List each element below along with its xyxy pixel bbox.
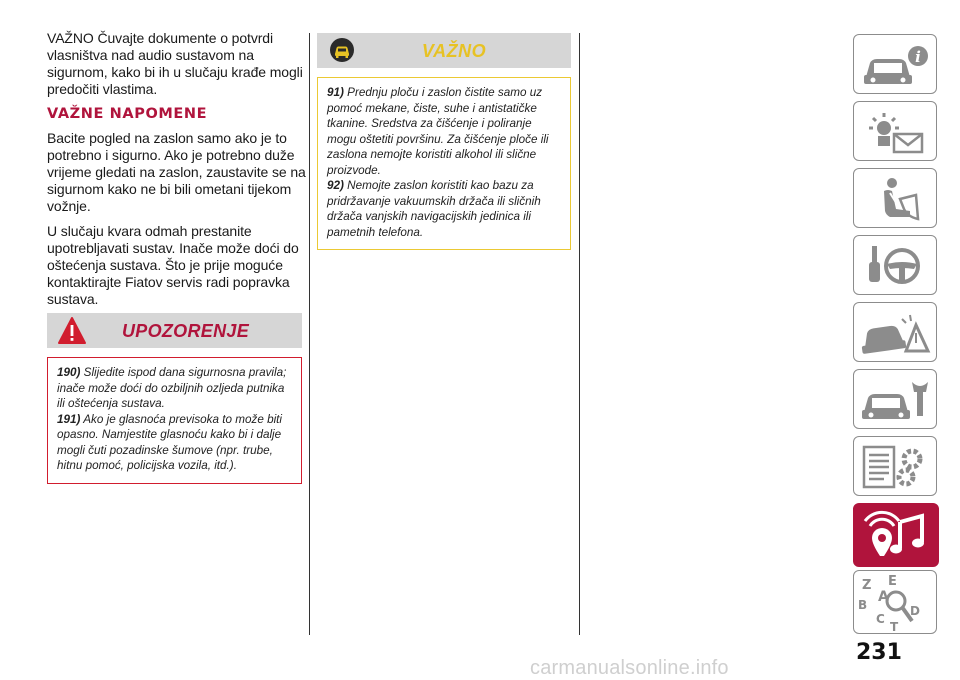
note-item-number: 91) — [327, 86, 344, 99]
column-divider — [309, 33, 310, 635]
technical-data-gears-icon — [862, 445, 923, 489]
note-item-text: Prednju ploču i zaslon čistite samo uz p… — [327, 86, 549, 177]
watermark: carmanualsonline.info — [530, 657, 729, 679]
note-item-text: Nemojte zaslon koristiti kao bazu za pri… — [327, 179, 541, 239]
warning-item-number: 191) — [57, 412, 81, 426]
note-item: 91) Prednju ploču i zaslon čistite samo … — [327, 85, 562, 178]
note-header: VAŽNO — [317, 33, 571, 68]
note-item: 92) Nemojte zaslon koristiti kao bazu za… — [327, 178, 562, 240]
tab-safety[interactable] — [853, 168, 937, 228]
warning-item-text: Ako je glasnoća previsoka to može biti o… — [57, 412, 283, 473]
warning-body: 190) Slijedite ispod dana sigurnosna pra… — [47, 357, 302, 484]
warning-header: UPOZORENJE — [47, 313, 302, 348]
note-body: 91) Prednju ploču i zaslon čistite samo … — [317, 77, 571, 250]
tab-index[interactable]: Z E A B C D T — [853, 570, 937, 634]
page-number: 231 — [856, 640, 902, 665]
left-column: VAŽNO Čuvajte dokumente o potvrdi vlasni… — [47, 30, 307, 316]
warning-item-number: 190) — [57, 366, 81, 379]
car-emergency-icon — [861, 314, 931, 354]
index-letter: A — [878, 589, 889, 605]
warning-item: 191) Ako je glasnoća previsoka to može b… — [57, 412, 293, 474]
seat-safety-airbag-icon — [884, 178, 920, 221]
intro-paragraph: VAŽNO Čuvajte dokumente o potvrdi vlasni… — [47, 30, 303, 97]
svg-text:i: i — [915, 48, 921, 66]
index-letter: B — [858, 598, 867, 612]
car-maintenance-wrench-icon — [862, 382, 928, 419]
index-letter: E — [888, 574, 897, 589]
warning-title: UPOZORENJE — [121, 321, 250, 341]
index-letter: C — [876, 612, 885, 626]
note-item-number: 92) — [327, 179, 344, 192]
index-letter: Z — [862, 578, 871, 593]
tab-technical-data[interactable] — [853, 436, 937, 496]
tab-maintenance[interactable] — [853, 369, 937, 429]
index-letter: T — [890, 620, 899, 634]
warning-item-text: Slijedite ispod dana sigurnosna pravila;… — [57, 366, 287, 410]
note-title: VAŽNO — [421, 41, 487, 61]
note-box: VAŽNO 91) Prednju ploču i zaslon čistite… — [317, 33, 571, 250]
dashboard-lights-message-icon — [869, 113, 924, 154]
car-caution-icon — [329, 37, 355, 68]
section-heading: VAŽNE NAPOMENE — [47, 106, 208, 122]
fault-paragraph: U slučaju kvara odmah prestanite upotreb… — [47, 223, 299, 307]
car-info-icon: i — [864, 46, 928, 84]
tab-emergency[interactable] — [853, 302, 937, 362]
key-steering-wheel-icon — [869, 246, 920, 284]
tab-multimedia[interactable] — [853, 503, 939, 567]
multimedia-radio-nav-icon — [863, 510, 924, 556]
screen-paragraph: Bacite pogled na zaslon samo ako je to p… — [47, 130, 306, 214]
tab-starting-driving[interactable] — [853, 235, 937, 295]
warning-box: UPOZORENJE 190) Slijedite ispod dana sig… — [47, 313, 302, 484]
index-letter: D — [910, 604, 920, 618]
warning-item: 190) Slijedite ispod dana sigurnosna pra… — [57, 365, 293, 412]
index-alphabet-search-icon: Z E A B C D T — [858, 574, 920, 634]
tab-car-info[interactable]: i — [853, 34, 937, 94]
column-divider — [579, 33, 580, 635]
warning-triangle-icon — [57, 316, 87, 350]
tab-dashboard[interactable] — [853, 101, 937, 161]
